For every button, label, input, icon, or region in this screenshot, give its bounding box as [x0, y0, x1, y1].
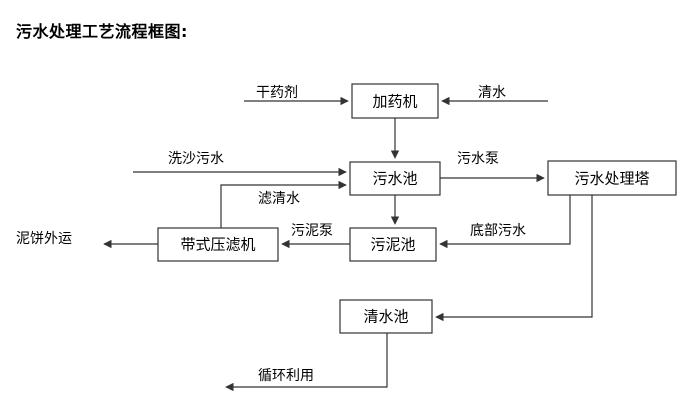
edge-label-sand-wash-sewage: 洗沙污水 [168, 151, 224, 167]
edge-treatment-tower-to-clean-water-pool [435, 195, 593, 322]
edge-label-dry-chemical: 干药剂 [256, 85, 298, 101]
edge-label-clean-water-in: 清水 [478, 85, 506, 101]
node-label-dosing-machine: 加药机 [372, 93, 417, 111]
node-label-clean-water-pool: 清水池 [363, 308, 408, 326]
edge-bottom-sewage-to-sludge-pool [439, 195, 571, 249]
edge-label-filtered-clear-water: 滤清水 [258, 191, 300, 207]
edge-label-wastewater-pump: 污水泵 [457, 151, 499, 167]
edge-clean-water-pool-to-recycle-reuse [225, 333, 388, 392]
edge-filtered-clear-water-to-wastewater-pool [220, 180, 347, 228]
node-clean-water-pool[interactable]: 清水池 [339, 299, 433, 334]
terminal-label-mud-cake-out: 泥饼外运 [16, 231, 72, 247]
edge-label-sludge-pump: 污泥泵 [291, 223, 333, 239]
node-label-wastewater-pool: 污水池 [372, 170, 417, 188]
node-dosing-machine[interactable]: 加药机 [351, 83, 439, 119]
node-label-sludge-pool: 污泥池 [370, 236, 415, 254]
node-treatment-tower[interactable]: 污水处理塔 [547, 160, 677, 196]
terminal-label-recycle-reuse: 循环利用 [258, 368, 314, 384]
node-wastewater-pool[interactable]: 污水池 [349, 161, 441, 196]
page-title: 污水处理工艺流程框图: [16, 22, 188, 41]
node-sludge-pool[interactable]: 污泥池 [349, 227, 437, 262]
edge-label-bottom-sewage: 底部污水 [470, 223, 526, 239]
node-label-belt-filter-press: 带式压滤机 [180, 236, 255, 254]
node-label-treatment-tower: 污水处理塔 [574, 170, 649, 188]
node-belt-filter-press[interactable]: 带式压滤机 [157, 227, 279, 262]
